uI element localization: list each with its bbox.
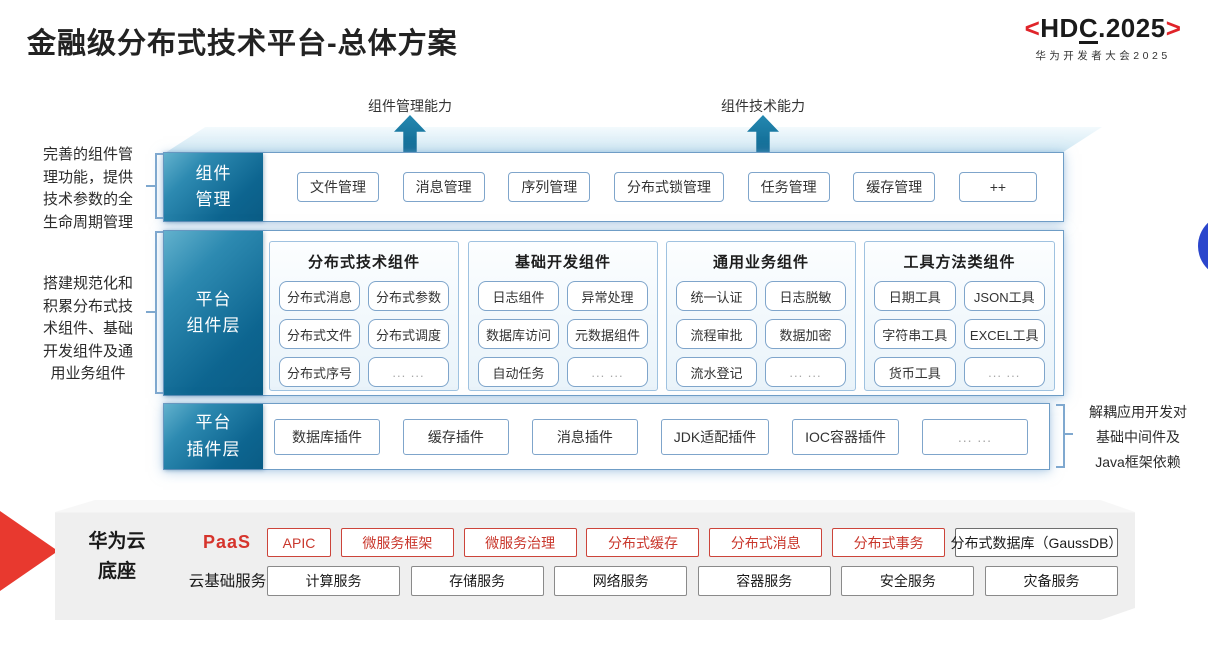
top-face-decoration — [165, 127, 1102, 153]
component-box: 日期工具 — [874, 281, 956, 311]
plugin-box: JDK适配插件 — [660, 419, 770, 455]
hdc-logo: <HDC.2025> 华为开发者大会2025 — [1000, 14, 1206, 63]
bracket-right-row3 — [1056, 404, 1065, 468]
group-items: 统一认证日志脱敏流程审批数据加密流水登记 ... ... — [667, 272, 855, 387]
arrow-label-technical: 组件技术能力 — [721, 98, 805, 114]
annotation-left-mid: 搭建规范化和 积累分布式技 术组件、基础 开发组件及通 用业务组件 — [42, 275, 133, 382]
logo-year: .2025 — [1098, 13, 1166, 43]
component-box: 日志组件 — [478, 281, 559, 311]
row-platform-components: 平台 组件层 分布式技术组件 分布式消息分布式参数分布式文件分布式调度分布式序号… — [163, 230, 1064, 396]
paas-service-box: 分布式缓存 — [586, 528, 700, 557]
component-box: 数据加密 — [765, 319, 846, 349]
page-title: 金融级分布式技术平台-总体方案 — [27, 28, 458, 60]
paas-label: PaaS — [202, 532, 252, 552]
group-items: 日志组件异常处理数据库访问元数据组件自动任务 ... ... — [469, 272, 657, 387]
row-label-platform-components: 平台 组件层 — [164, 231, 263, 395]
red-arrow-decoration — [0, 511, 58, 591]
logo-c-underlined: C — [1078, 13, 1099, 44]
component-management-box: 缓存管理 — [853, 172, 936, 202]
component-box: EXCEL工具 — [963, 319, 1045, 349]
group-title: 分布式技术组件 — [307, 254, 420, 271]
group-items: 分布式消息分布式参数分布式文件分布式调度分布式序号 ... ... — [270, 272, 458, 387]
plugin-box: 数据库插件 — [274, 419, 380, 455]
iaas-service-box: 容器服务 — [697, 566, 831, 596]
arrow-label-management: 组件管理能力 — [368, 98, 452, 114]
group-distributed-tech: 分布式技术组件 分布式消息分布式参数分布式文件分布式调度分布式序号 ... ... — [269, 241, 459, 391]
component-box: JSON工具 — [963, 281, 1045, 311]
logo-subtitle: 华为开发者大会2025 — [1035, 49, 1171, 62]
component-box: 字符串工具 — [874, 319, 956, 349]
row-component-management: 组件 管理 文件管理消息管理序列管理分布式锁管理任务管理缓存管理 ++ — [163, 152, 1064, 222]
component-box: 数据库访问 — [478, 319, 559, 349]
component-management-box: 任务管理 — [747, 172, 830, 202]
paas-service-box: 微服务治理 — [463, 528, 577, 557]
paas-gaussdb-box: 分布式数据库（GaussDB） — [951, 528, 1122, 557]
group-title: 基础开发组件 — [514, 254, 611, 271]
component-box: 分布式消息 — [279, 281, 360, 311]
component-box: 流水登记 — [676, 357, 757, 387]
component-box: 货币工具 — [874, 357, 956, 387]
paas-service-box: 分布式事务 — [832, 528, 946, 557]
cloud-base-label: 华为云 底座 — [88, 531, 146, 583]
iaas-service-box: 存储服务 — [410, 566, 544, 596]
hdc-logo-text: <HDC.2025> — [1000, 14, 1206, 44]
component-box: 分布式参数 — [368, 281, 449, 311]
group-basic-dev: 基础开发组件 日志组件异常处理数据库访问元数据组件自动任务 ... ... — [468, 241, 658, 391]
component-management-box: 分布式锁管理 — [613, 172, 724, 202]
plugin-box: 消息插件 — [531, 419, 638, 455]
component-box: 分布式文件 — [279, 319, 360, 349]
row-label-component-management: 组件 管理 — [164, 153, 263, 221]
iaas-service-box: 灾备服务 — [984, 566, 1118, 596]
iaas-service-box: 网络服务 — [554, 566, 688, 596]
component-box: ... ... — [765, 357, 846, 387]
platform-plugin-items: 数据库插件缓存插件消息插件 JDK适配插件 IOC容器插件 ... ... — [274, 419, 1028, 455]
paas-service-box: 分布式消息 — [709, 528, 823, 557]
bracket-tick — [146, 311, 155, 313]
group-title: 通用业务组件 — [712, 254, 809, 271]
bracket-tick — [1065, 433, 1073, 435]
plugin-box: IOC容器插件 — [792, 419, 900, 455]
component-box: 自动任务 — [478, 357, 559, 387]
logo-close-bracket: > — [1165, 13, 1182, 43]
component-box: 异常处理 — [567, 281, 648, 311]
component-box: 日志脱敏 — [765, 281, 846, 311]
blue-circle-decoration — [1198, 214, 1208, 278]
logo-open-bracket: < — [1024, 13, 1041, 43]
annotation-left-top: 完善的组件管 理功能，提供 技术参数的全 生命周期管理 — [42, 146, 133, 231]
iaas-label: 云基础服务 — [188, 573, 267, 590]
component-management-items: 文件管理消息管理序列管理分布式锁管理任务管理缓存管理 ++ — [297, 172, 1037, 202]
component-box: 分布式序号 — [279, 357, 360, 387]
plugin-box: 缓存插件 — [402, 419, 509, 455]
component-box: 元数据组件 — [567, 319, 648, 349]
component-box: ... ... — [368, 357, 449, 387]
component-management-box: ++ — [958, 172, 1037, 202]
bracket-left-row2 — [155, 231, 164, 394]
group-common-business: 通用业务组件 统一认证日志脱敏流程审批数据加密流水登记 ... ... — [666, 241, 856, 391]
component-management-box: 文件管理 — [297, 172, 379, 202]
paas-service-box: 微服务框架 — [340, 528, 454, 557]
component-management-box: 序列管理 — [508, 172, 591, 202]
iaas-service-box: 安全服务 — [841, 566, 975, 596]
group-title: 工具方法类组件 — [903, 254, 1016, 271]
row-label-platform-plugins: 平台 插件层 — [164, 404, 263, 469]
plugin-box: ... ... — [921, 419, 1028, 455]
row-platform-plugins: 平台 插件层 数据库插件缓存插件消息插件 JDK适配插件 IOC容器插件 ... ..… — [163, 403, 1050, 470]
bracket-left-row1 — [155, 153, 164, 219]
component-box: 分布式调度 — [368, 319, 449, 349]
component-box: 流程审批 — [676, 319, 757, 349]
paas-services-row: APIC 微服务框架微服务治理分布式缓存分布式消息分布式事务 分布式数据库（Gau… — [267, 528, 1122, 557]
paas-service-box: APIC — [267, 528, 331, 557]
component-box: ... ... — [567, 357, 648, 387]
logo-hd: HD — [1040, 13, 1079, 43]
component-management-box: 消息管理 — [402, 172, 485, 202]
iaas-service-box: 计算服务 — [267, 566, 400, 596]
component-box: ... ... — [963, 357, 1045, 387]
component-box: 统一认证 — [676, 281, 757, 311]
iaas-services-row: 计算服务存储服务网络服务容器服务安全服务灾备服务 — [267, 566, 1118, 596]
bracket-tick — [146, 185, 155, 187]
annotation-right: 解耦应用开发对 基础中间件及 Java框架依赖 — [1089, 404, 1187, 470]
